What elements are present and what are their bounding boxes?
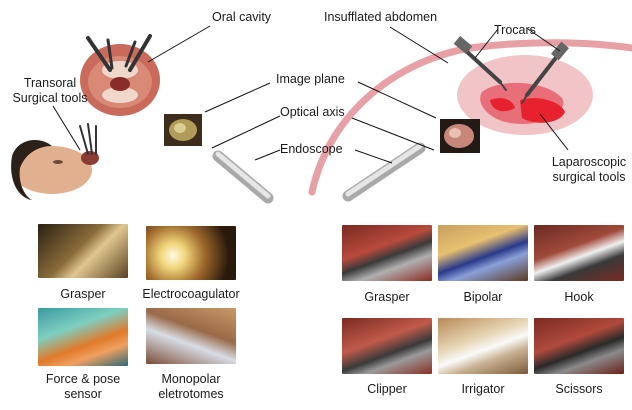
label-optical-axis: Optical axis bbox=[280, 105, 345, 120]
caption-hook: Hook bbox=[534, 290, 624, 305]
image-plane-right bbox=[440, 119, 480, 153]
label-transoral-line1: Transoral bbox=[8, 76, 92, 91]
label-transoral-line2: Surgical tools bbox=[8, 91, 92, 106]
label-laparoscopic-line1: Laparoscopic bbox=[546, 155, 632, 170]
image-plane-left bbox=[164, 114, 202, 146]
photo-transoral-grasper bbox=[38, 224, 128, 278]
photo-clipper bbox=[342, 318, 432, 374]
endoscope-left bbox=[218, 154, 268, 198]
caption-monopolar-line2: eletrotomes bbox=[141, 387, 241, 402]
label-endoscope: Endoscope bbox=[280, 142, 343, 157]
label-laparoscopic-tools: Laparoscopic surgical tools bbox=[546, 155, 632, 185]
caption-bipolar: Bipolar bbox=[438, 290, 528, 305]
caption-monopolar-eletrotomes: Monopolar eletrotomes bbox=[141, 372, 241, 402]
caption-clipper: Clipper bbox=[342, 382, 432, 397]
label-transoral-tools: Transoral Surgical tools bbox=[8, 76, 92, 106]
oral-cavity-illustration bbox=[80, 36, 160, 116]
label-trocars: Trocars bbox=[494, 23, 536, 38]
photo-monopolar-eletrotomes bbox=[146, 308, 236, 364]
photo-bipolar bbox=[438, 225, 528, 281]
caption-transoral-grasper: Grasper bbox=[33, 287, 133, 302]
caption-lap-grasper: Grasper bbox=[342, 290, 432, 305]
label-image-plane: Image plane bbox=[276, 72, 345, 87]
caption-force-pose-sensor: Force & pose sensor bbox=[28, 372, 138, 402]
caption-electrocoagulator: Electrocoagulator bbox=[131, 287, 251, 302]
caption-irrigator: Irrigator bbox=[438, 382, 528, 397]
caption-monopolar-line1: Monopolar bbox=[141, 372, 241, 387]
photo-hook bbox=[534, 225, 624, 281]
photo-scissors bbox=[534, 318, 624, 374]
patient-head bbox=[11, 124, 99, 200]
photo-force-pose-sensor bbox=[38, 308, 128, 366]
photo-electrocoagulator bbox=[146, 226, 236, 280]
photo-irrigator bbox=[438, 318, 528, 374]
label-laparoscopic-line2: surgical tools bbox=[546, 170, 632, 185]
photo-lap-grasper bbox=[342, 225, 432, 281]
label-insufflated-abdomen: Insufflated abdomen bbox=[324, 10, 437, 25]
label-oral-cavity: Oral cavity bbox=[212, 10, 271, 25]
caption-force-pose-line1: Force & pose bbox=[28, 372, 138, 387]
caption-scissors: Scissors bbox=[534, 382, 624, 397]
caption-force-pose-line2: sensor bbox=[28, 387, 138, 402]
endoscope-right bbox=[348, 146, 420, 196]
